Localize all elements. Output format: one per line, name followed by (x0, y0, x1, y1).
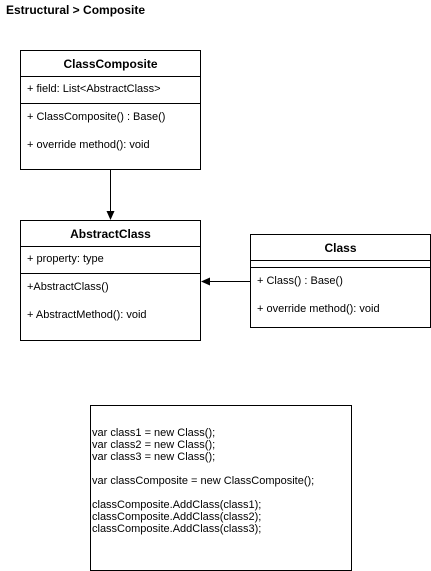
code-lines: var class1 = new Class(); var class2 = n… (92, 427, 314, 535)
class-methods: +AbstractClass() + AbstractMethod(): voi… (21, 274, 200, 322)
method-item: + AbstractMethod(): void (27, 309, 147, 321)
field-item: + property: type (27, 253, 104, 265)
arrow-class-to-abstract (201, 277, 250, 286)
class-fields: + field: List<AbstractClass> (21, 77, 200, 104)
class-methods: + ClassComposite() : Base() + override m… (21, 104, 200, 152)
class-methods: + Class() : Base() + override method(): … (251, 268, 430, 316)
diagram-title: Estructural > Composite (6, 3, 146, 17)
class-fields: + property: type (21, 247, 200, 274)
code-blank-line (92, 463, 314, 475)
code-line: var class2 = new Class(); (92, 439, 216, 451)
field-item: + field: List<AbstractClass> (27, 83, 161, 95)
code-snippet[interactable]: var class1 = new Class(); var class2 = n… (90, 405, 352, 571)
class-name: ClassComposite (21, 51, 200, 77)
code-line: var class1 = new Class(); (92, 427, 216, 439)
class-fields (251, 261, 430, 268)
code-line: var classComposite = new ClassComposite(… (92, 475, 315, 487)
method-item: + Class() : Base() (257, 275, 343, 287)
code-line: classComposite.AddClass(class1); (92, 499, 262, 511)
method-item: + override method(): void (27, 139, 150, 151)
class-box-classcomposite[interactable]: ClassComposite + field: List<AbstractCla… (20, 50, 201, 170)
code-line: classComposite.AddClass(class3); (92, 523, 262, 535)
method-item: + ClassComposite() : Base() (27, 111, 166, 123)
arrowhead-icon (201, 277, 210, 286)
method-item: + override method(): void (257, 303, 380, 315)
class-box-class[interactable]: Class + Class() : Base() + override meth… (250, 234, 431, 328)
arrow-composite-to-abstract (106, 170, 115, 220)
code-line: classComposite.AddClass(class2); (92, 511, 262, 523)
class-box-abstractclass[interactable]: AbstractClass + property: type +Abstract… (20, 220, 201, 341)
class-name: Class (251, 235, 430, 261)
method-item: +AbstractClass() (27, 281, 109, 293)
code-blank-line (92, 487, 314, 499)
arrowhead-icon (106, 211, 115, 220)
code-line: var class3 = new Class(); (92, 451, 216, 463)
class-name: AbstractClass (21, 221, 200, 247)
